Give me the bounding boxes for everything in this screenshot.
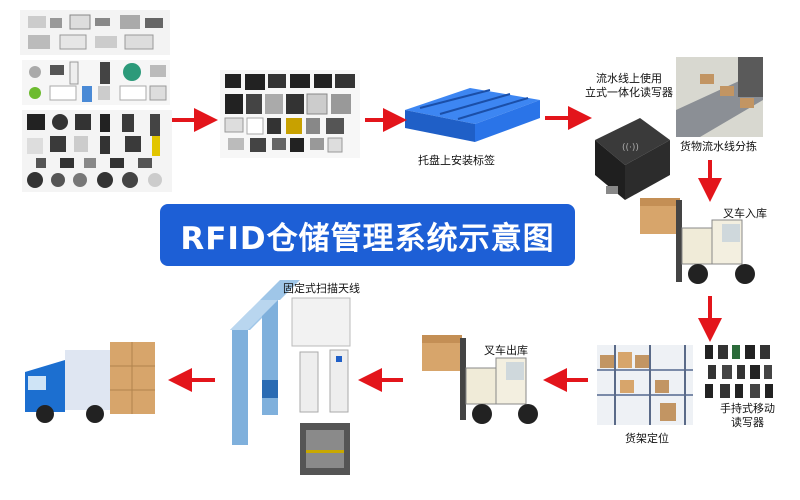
- truck-image: [25, 342, 155, 423]
- rfid-readers-image: [220, 70, 360, 158]
- label-handheld-line1: 手持式移动: [720, 402, 775, 415]
- dock-door-image: [300, 423, 350, 475]
- conveyor-photo: [676, 57, 763, 137]
- integrated-reader-image: ((·)): [595, 118, 670, 200]
- svg-text:((·)): ((·)): [622, 143, 639, 153]
- diagram-title-text: RFID仓储管理系统示意图: [180, 220, 555, 257]
- antenna-gate-image: [230, 280, 300, 445]
- label-forklift-out: 叉车出库: [484, 344, 528, 357]
- label-handheld-reader: 手持式移动 读写器: [720, 402, 775, 430]
- label-forklift-in: 叉车入库: [723, 207, 767, 220]
- label-line-sorting: 货物流水线分拣: [680, 140, 757, 153]
- fixed-antenna-image: [291, 297, 351, 413]
- forklift-in-image: [640, 198, 755, 284]
- flow-arrows: [168, 106, 722, 392]
- pallet-image: [405, 88, 540, 142]
- diagram-title: RFID仓储管理系统示意图: [160, 204, 575, 266]
- shelf-image: [597, 345, 693, 425]
- label-fixed-antenna: 固定式扫描天线: [283, 282, 360, 295]
- label-line-reader-line1: 流水线上使用: [596, 72, 662, 85]
- label-shelf-position: 货架定位: [625, 432, 669, 445]
- handheld-readers-image: [705, 345, 773, 398]
- forklift-out-image: [422, 335, 538, 424]
- label-handheld-line2: 读写器: [731, 416, 764, 429]
- label-line-reader: 流水线上使用 立式一体化读写器: [585, 72, 673, 100]
- label-pallet-tag: 托盘上安装标签: [418, 154, 495, 167]
- rfid-tags-image: [20, 10, 172, 192]
- label-line-reader-line2: 立式一体化读写器: [585, 86, 673, 99]
